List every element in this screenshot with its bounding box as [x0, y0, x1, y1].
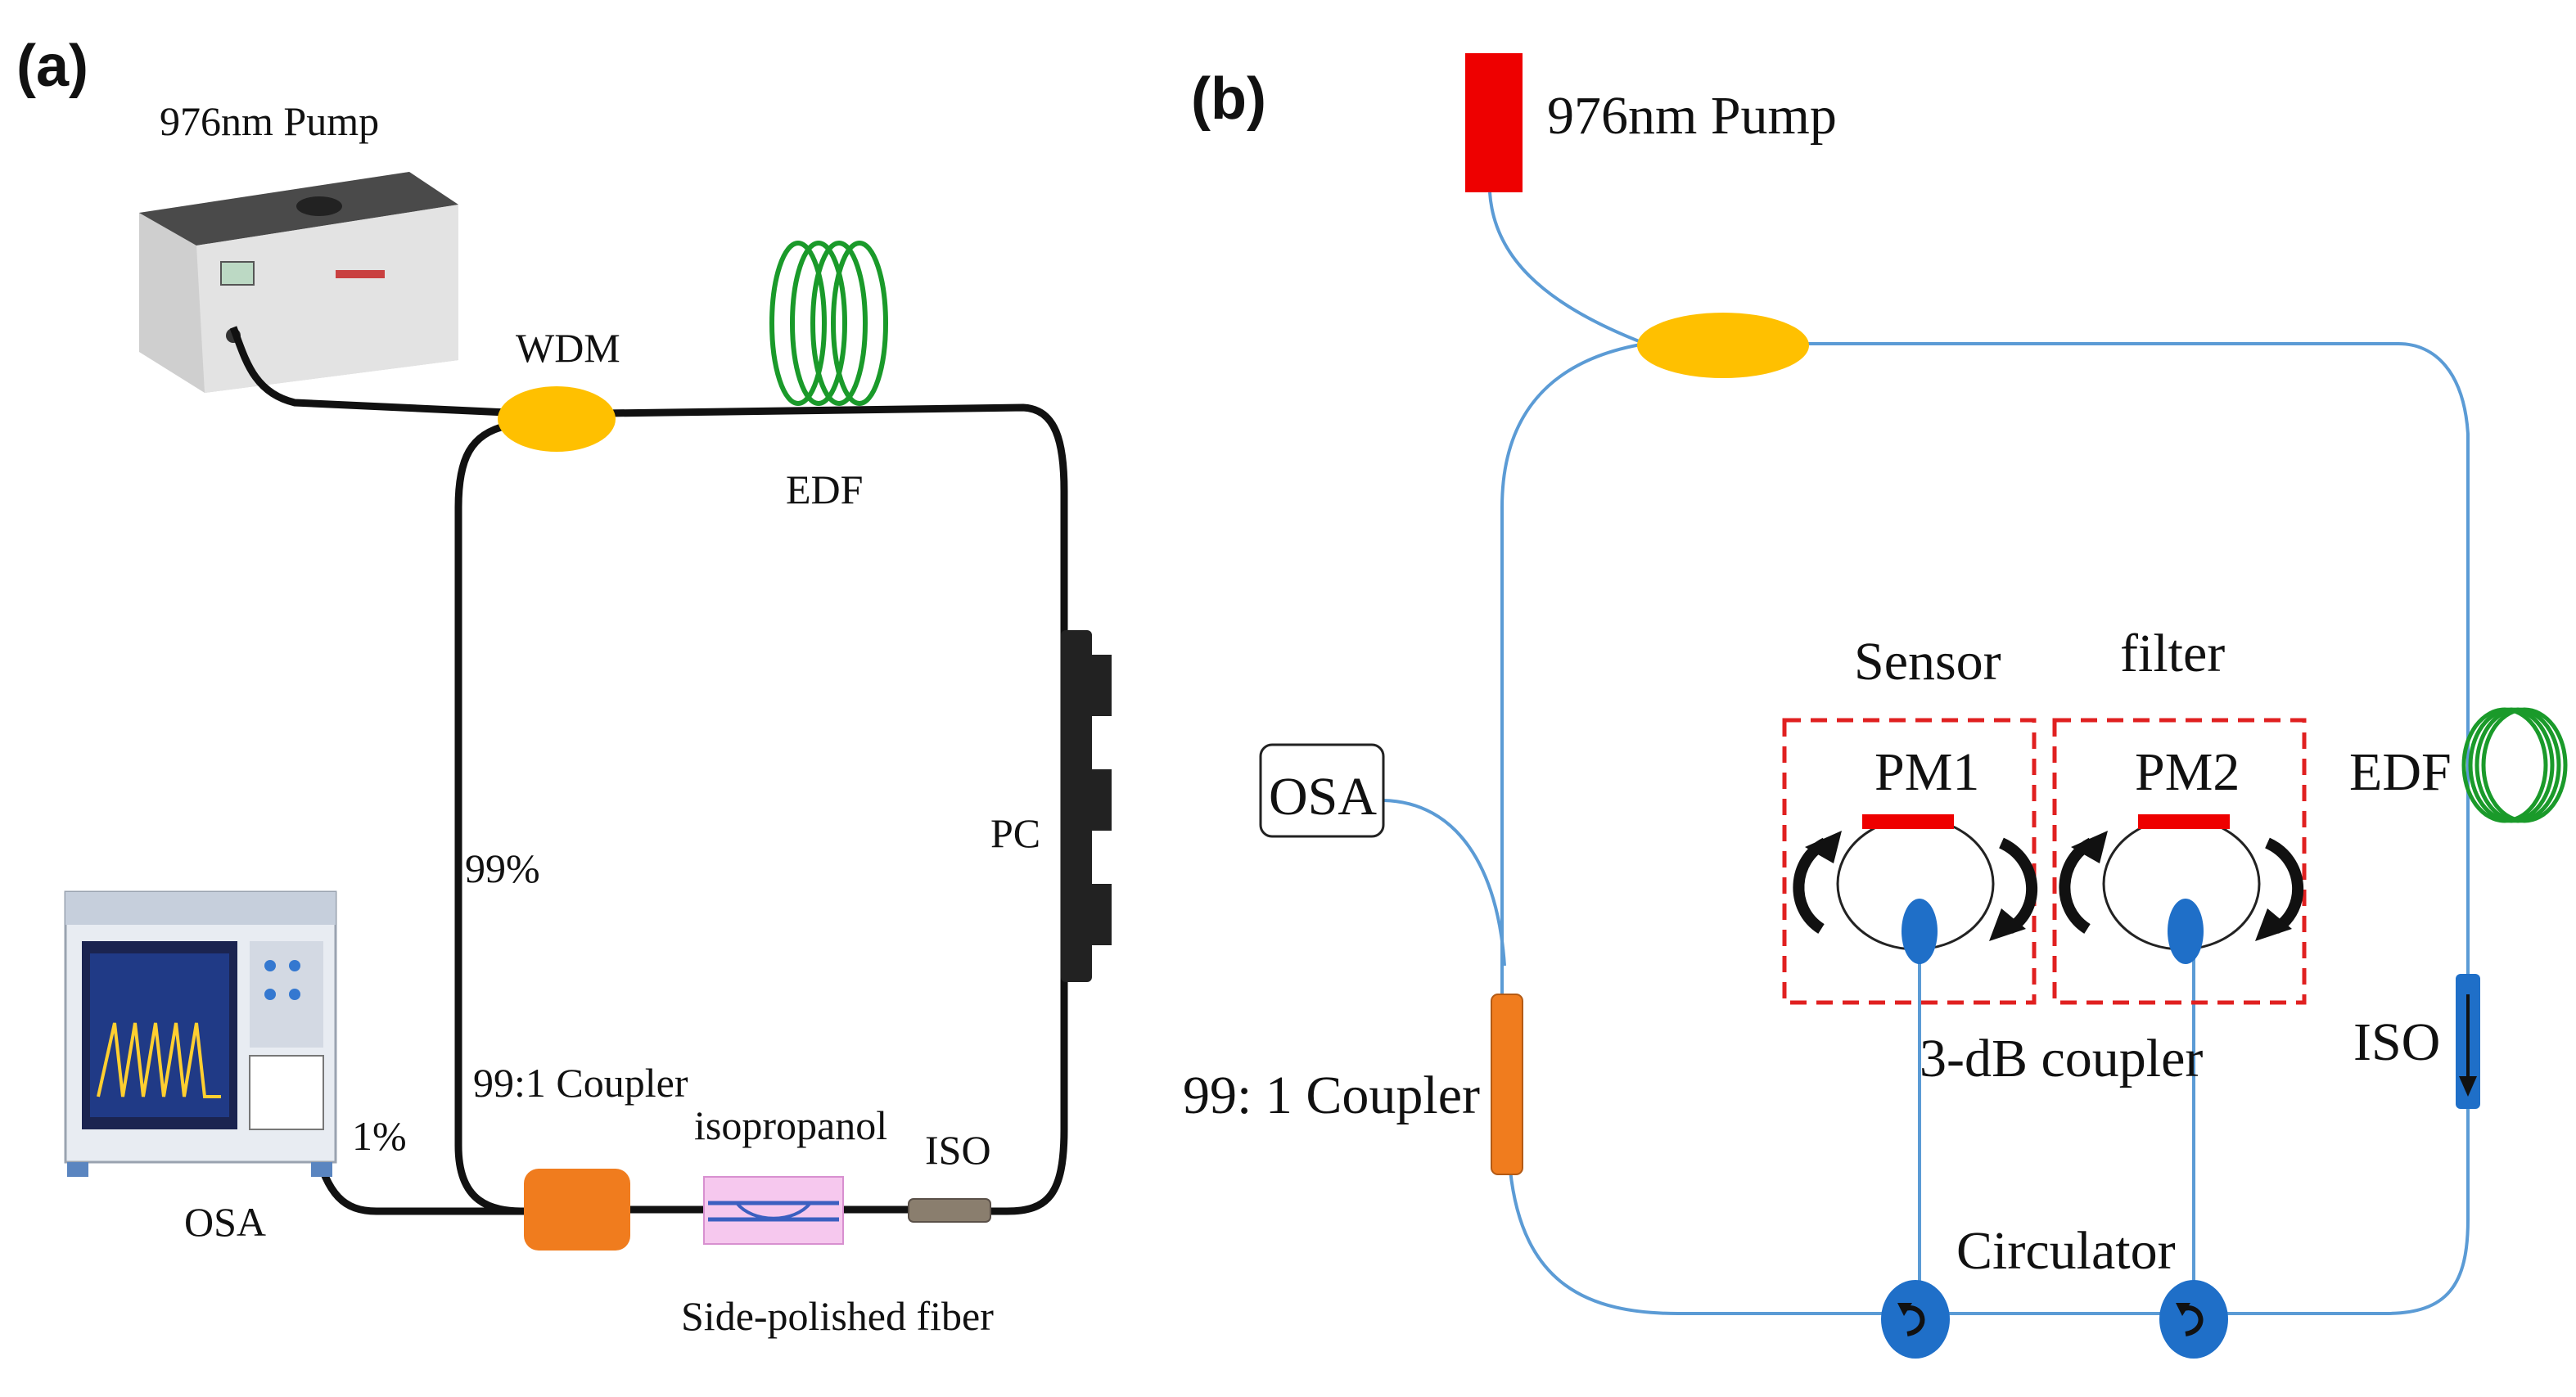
iso-a — [908, 1198, 991, 1223]
pm1-label: PM1 — [1874, 742, 1979, 802]
sensor-box — [1782, 718, 2037, 1005]
pump-device-a — [139, 172, 458, 393]
panel-a: (a) 976nm Pump WDM — [16, 34, 1112, 1339]
panel-a-tag: (a) — [16, 34, 88, 99]
isopropanol-label: isopropanol — [694, 1102, 887, 1148]
osa-label-b: OSA — [1269, 767, 1377, 827]
fiber-loop-b — [1383, 192, 2470, 1315]
wdm-label: WDM — [516, 325, 620, 371]
circulator-label: Circulator — [1956, 1221, 2176, 1281]
three-db-label: 3-dB coupler — [1920, 1029, 2203, 1088]
coupler-label-a: 99:1 Coupler — [473, 1060, 688, 1106]
pump-label-b: 976nm Pump — [1547, 86, 1837, 146]
edf-coil-a — [769, 241, 888, 406]
filter-box — [2052, 718, 2307, 1005]
panel-b-tag: (b) — [1191, 66, 1266, 132]
coupler-a — [524, 1169, 630, 1251]
osa-label-a: OSA — [184, 1199, 266, 1245]
pm1-loop: PM1 — [1793, 742, 2038, 964]
iso-label-a: ISO — [925, 1127, 991, 1173]
circulator-2 — [2159, 1280, 2228, 1359]
edf-label-b: EDF — [2349, 742, 2452, 802]
pm2-loop: PM2 — [2059, 742, 2304, 964]
pc-device-a — [1061, 630, 1112, 982]
sensor-label: Sensor — [1854, 632, 2001, 692]
pc-label-a: PC — [990, 810, 1040, 856]
osa-device-a — [64, 890, 337, 1177]
iso-label-b: ISO — [2353, 1012, 2440, 1072]
iso-b — [2456, 974, 2480, 1109]
pump-b — [1465, 53, 1523, 192]
pump-label-a: 976nm Pump — [160, 98, 379, 144]
ratio-1-label: 1% — [352, 1113, 407, 1159]
osa-box-b — [1259, 743, 1385, 838]
pm2-label: PM2 — [2135, 742, 2240, 802]
edf-label-a: EDF — [786, 466, 863, 512]
edf-coil-b — [2461, 707, 2568, 823]
coupler-b — [1491, 994, 1523, 1175]
filter-label: filter — [2120, 624, 2225, 683]
coupler-label-b: 99: 1 Coupler — [1183, 1066, 1480, 1125]
ratio-99-label: 99% — [465, 845, 540, 891]
side-polished-label: Side-polished fiber — [681, 1293, 994, 1339]
wdm-b — [1637, 313, 1809, 378]
side-polished-fiber — [703, 1176, 844, 1245]
wdm-a — [498, 386, 616, 452]
circulator-1 — [1881, 1280, 1950, 1359]
panel-b: (b) 976nm Pump OSA 99: 1 Coupler Sensor — [1183, 53, 2568, 1359]
